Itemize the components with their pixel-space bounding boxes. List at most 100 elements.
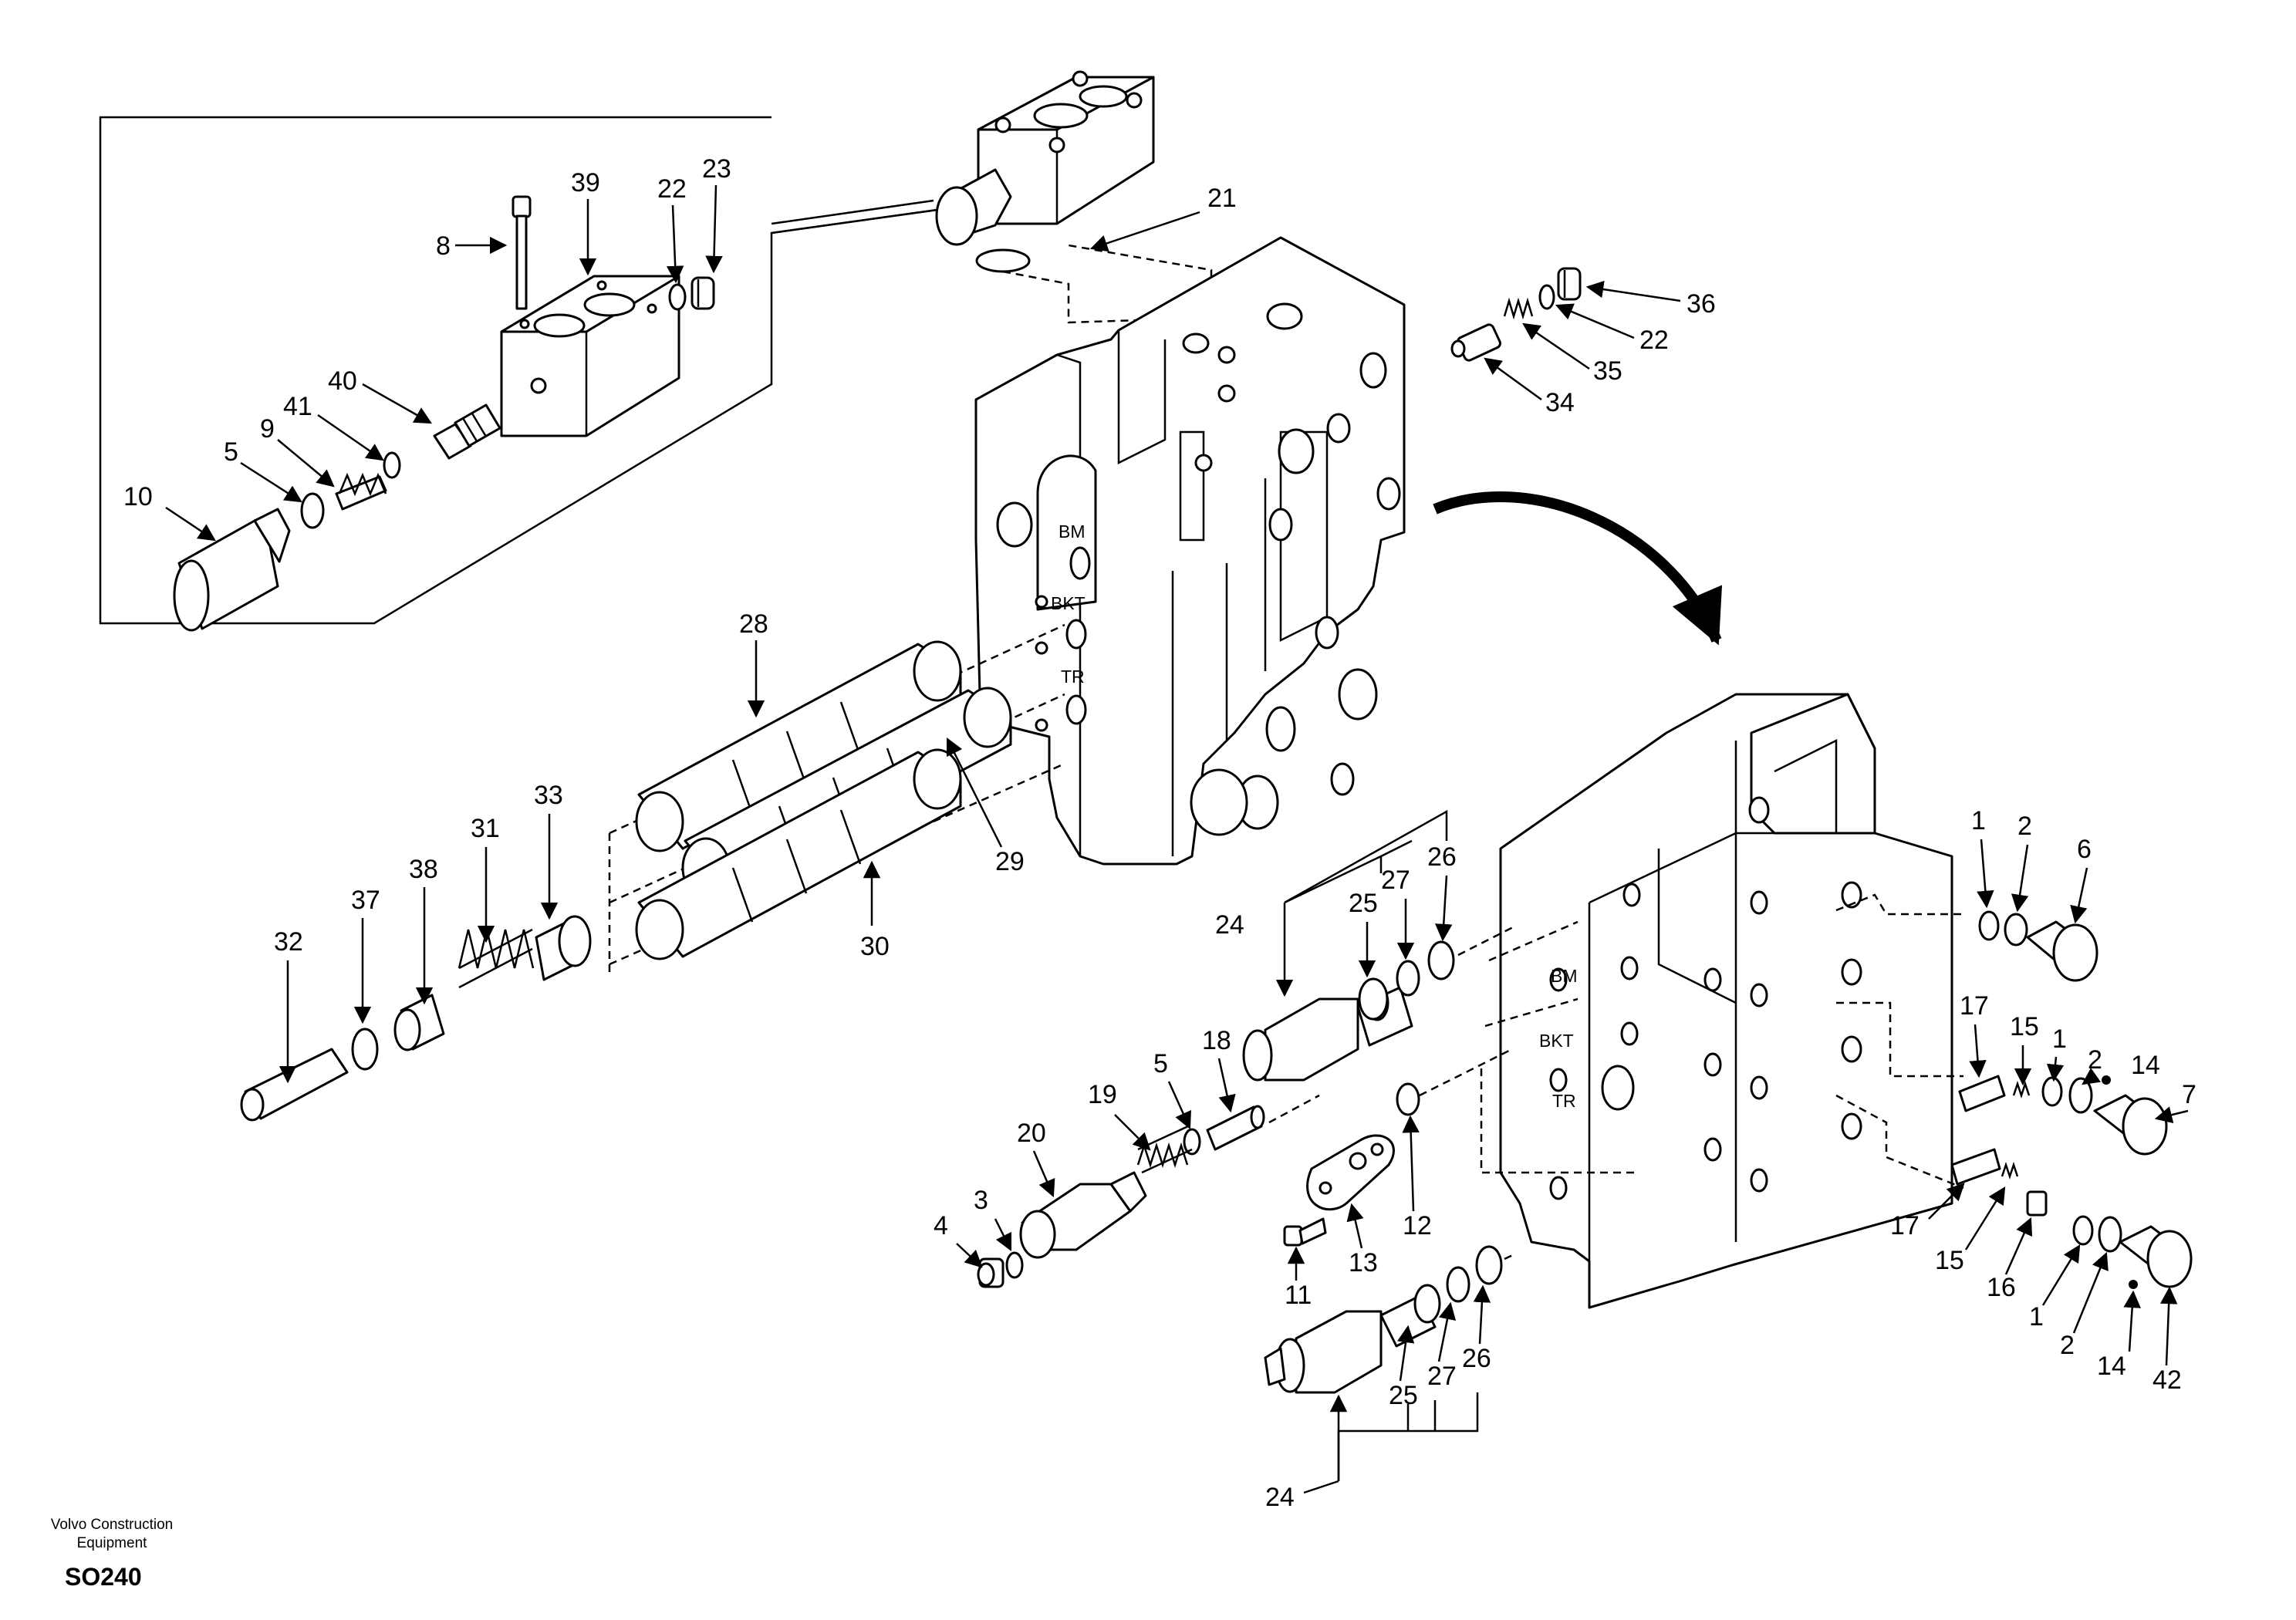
callout-14: 14 — [2131, 1051, 2160, 1080]
port-label-tr: TR — [1061, 667, 1085, 687]
callout-9: 9 — [260, 414, 275, 444]
callout-15: 15 — [1935, 1246, 1964, 1275]
spring-icon — [458, 928, 535, 989]
ball-icon — [2102, 1075, 2111, 1085]
spring-icon — [2012, 1081, 2031, 1099]
callout-1: 1 — [2029, 1302, 2044, 1331]
pin-icon — [1958, 1075, 2006, 1112]
valve-body-upper: BM BKT TR — [974, 236, 1406, 866]
port-label-tr: TR — [1552, 1091, 1576, 1111]
cover-block — [500, 275, 680, 437]
plunger-icon — [1019, 1171, 1147, 1259]
callout-25: 25 — [1349, 889, 1378, 918]
callout-36: 36 — [1687, 289, 1716, 319]
callout-42: 42 — [2152, 1365, 2182, 1395]
spring-icon — [2001, 1162, 2019, 1180]
callout-17: 17 — [1960, 991, 1989, 1021]
plug-icon — [1450, 323, 1501, 362]
callout-40: 40 — [328, 366, 357, 396]
callout-26: 26 — [1462, 1344, 1491, 1373]
plug-icon — [2119, 1225, 2193, 1288]
callout-21: 21 — [1207, 184, 1237, 213]
o-ring-icon — [1358, 977, 1389, 1021]
sleeve-icon — [393, 994, 445, 1051]
callout-5: 5 — [224, 437, 238, 467]
callout-13: 13 — [1349, 1248, 1378, 1277]
spring-icon — [335, 472, 387, 511]
o-ring-icon — [383, 451, 401, 479]
plug-icon — [1557, 267, 1582, 301]
callout-15: 15 — [2010, 1012, 2039, 1041]
callout-41: 41 — [283, 392, 312, 421]
o-ring-icon — [300, 492, 325, 529]
relief-valve-upper — [1242, 984, 1413, 1082]
port-label-bm: BM — [1059, 521, 1086, 542]
o-ring-icon — [1183, 1128, 1201, 1156]
seat-icon — [2026, 1190, 2048, 1217]
callout-6: 6 — [2077, 835, 2092, 864]
callout-12: 12 — [1403, 1211, 1432, 1240]
o-ring-icon — [975, 248, 1031, 273]
callout-35: 35 — [1593, 356, 1622, 386]
callout-30: 30 — [860, 932, 890, 961]
callout-39: 39 — [571, 168, 600, 197]
plug-icon — [690, 276, 715, 310]
valve-body-lower: BM BKT TR — [1499, 693, 1953, 1309]
callout-14: 14 — [2097, 1352, 2126, 1381]
callout-32: 32 — [274, 927, 303, 957]
o-ring-icon — [1413, 1284, 1441, 1324]
callout-20: 20 — [1017, 1119, 1046, 1148]
o-ring-icon — [2098, 1216, 2122, 1253]
pin-icon — [1206, 1105, 1265, 1151]
callout-24: 24 — [1265, 1483, 1295, 1512]
callout-34: 34 — [1545, 388, 1575, 417]
ball-icon — [2129, 1280, 2138, 1289]
callout-8: 8 — [436, 231, 451, 261]
pin-icon — [1950, 1148, 2001, 1186]
o-ring-icon — [1538, 284, 1555, 310]
drawing-code: SO240 — [65, 1563, 142, 1591]
callout-19: 19 — [1088, 1080, 1117, 1109]
callout-4: 4 — [934, 1211, 948, 1240]
o-ring-icon — [668, 283, 687, 311]
callout-33: 33 — [534, 781, 563, 810]
callout-27: 27 — [1427, 1362, 1457, 1391]
brand-name-line2: Equipment — [76, 1535, 147, 1551]
pin-icon — [240, 1048, 349, 1122]
o-ring-icon — [1978, 910, 2000, 941]
plug-icon — [2026, 920, 2098, 982]
callout-38: 38 — [409, 855, 438, 884]
callout-26: 26 — [1427, 842, 1457, 872]
piston-icon — [433, 403, 501, 460]
o-ring-icon — [351, 1028, 379, 1071]
callout-29: 29 — [995, 847, 1025, 876]
callout-10: 10 — [123, 482, 153, 511]
callout-37: 37 — [351, 886, 380, 915]
callout-27: 27 — [1381, 866, 1410, 895]
plug-icon — [977, 1257, 1004, 1288]
callout-1: 1 — [2052, 1024, 2067, 1054]
spool-icon — [608, 623, 1065, 972]
cover-plate-icon — [1306, 1134, 1395, 1211]
callout-24: 24 — [1215, 910, 1244, 940]
brand-name-line1: Volvo Construction — [50, 1517, 174, 1533]
plug-icon — [173, 508, 291, 632]
spring-icon — [1503, 297, 1534, 320]
callout-18: 18 — [1202, 1026, 1231, 1055]
o-ring-icon — [1427, 940, 1455, 980]
o-ring-icon — [1396, 1082, 1420, 1116]
o-ring-icon — [2072, 1215, 2094, 1246]
curved-arrow-icon — [1433, 491, 1723, 646]
callout-28: 28 — [739, 609, 768, 639]
callout-7: 7 — [2182, 1080, 2196, 1109]
detail-inset: 8 39 22 23 40 41 9 5 10 — [99, 116, 938, 632]
callout-22: 22 — [657, 174, 687, 204]
callout-25: 25 — [1389, 1381, 1418, 1410]
callout-23: 23 — [702, 154, 731, 184]
o-ring-icon — [2068, 1077, 2093, 1114]
seat-icon — [535, 915, 592, 981]
pilot-block — [935, 70, 1155, 246]
relief-valve-lower — [1264, 1294, 1437, 1394]
o-ring-icon — [1396, 960, 1420, 997]
spring-icon — [1136, 1125, 1193, 1174]
